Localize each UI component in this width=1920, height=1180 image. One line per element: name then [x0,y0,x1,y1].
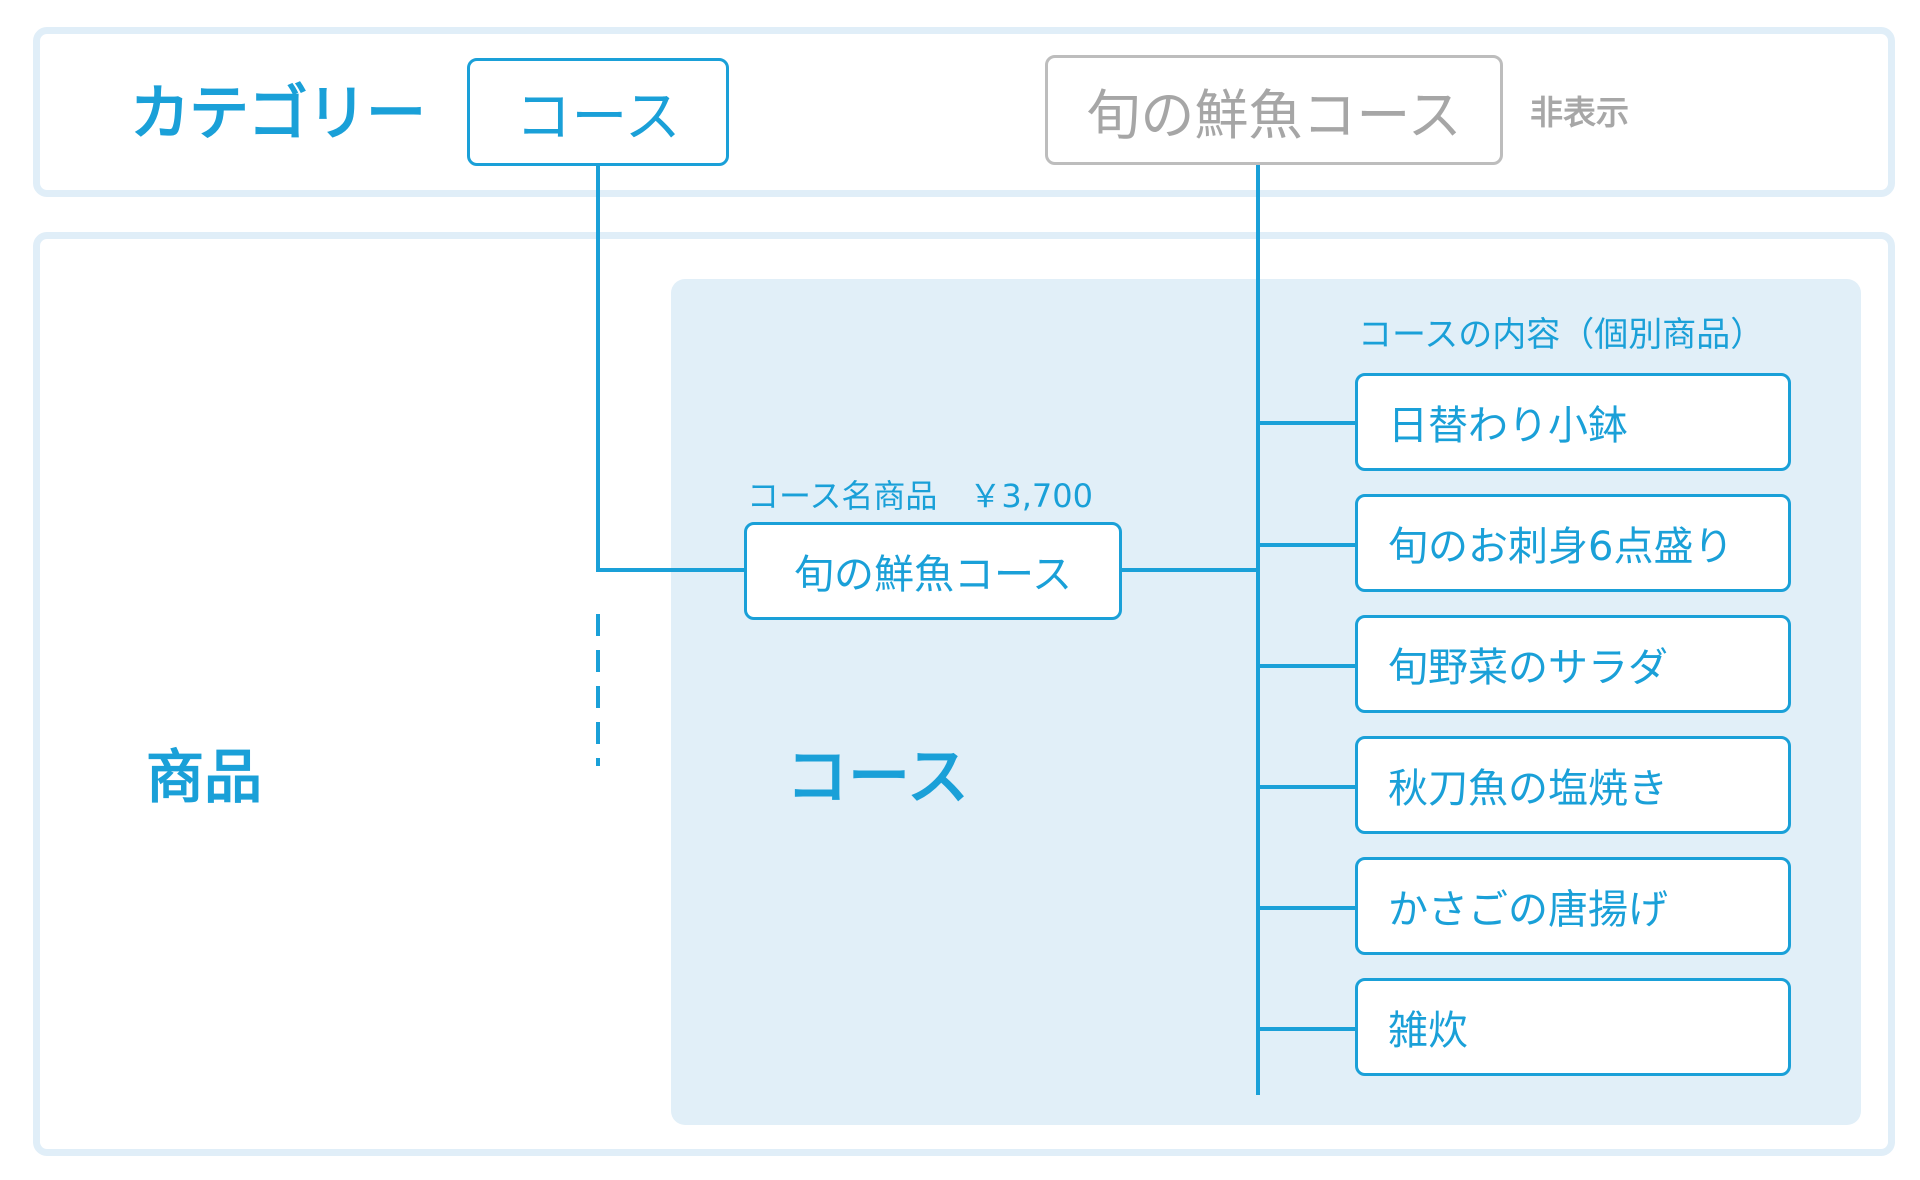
course-item-box: 旬のお刺身6点盛り [1355,494,1791,592]
course-item-box: 雑炊 [1355,978,1791,1076]
item-branch-line [1256,1027,1355,1031]
item-branch-line [1256,664,1355,668]
product-to-course-line [596,568,744,572]
course-item-text: 旬のお刺身6点盛り [1388,524,1734,570]
hidden-category-box-text: 旬の鮮魚コース [1086,83,1462,147]
contents-trunk-line [1256,165,1260,1095]
course-item-box: 旬野菜のサラダ [1355,615,1791,713]
course-item-text: 雑炊 [1388,1008,1468,1054]
item-branch-line [1256,543,1355,547]
course-item-box: 日替わり小鉢 [1355,373,1791,471]
category-to-product-line [596,166,600,570]
course-to-contents-line [1122,568,1258,572]
course-item-text: 秋刀魚の塩焼き [1388,766,1668,812]
course-item-text: 日替わり小鉢 [1388,403,1628,449]
hidden-tag: 非表示 [1530,93,1629,132]
course-section-label: コース [786,740,969,813]
category-panel [33,27,1895,197]
course-contents-caption: コースの内容（個別商品） [1358,315,1765,355]
products-label: 商品 [146,743,263,811]
item-branch-line [1256,421,1355,425]
category-box: コース [467,58,729,166]
course-item-text: かさごの唐揚げ [1388,887,1668,933]
hidden-category-box: 旬の鮮魚コース [1045,55,1503,165]
category-label: カテゴリー [130,79,426,149]
category-box-text: コース [515,84,681,150]
item-branch-line [1256,785,1355,789]
course-name-caption: コース名商品 ￥3,700 [747,477,1094,515]
item-branch-line [1256,906,1355,910]
course-product-box: 旬の鮮魚コース [744,522,1122,620]
more-products-dashed-line [596,614,600,766]
course-item-box: かさごの唐揚げ [1355,857,1791,955]
course-product-box-text: 旬の鮮魚コース [794,552,1072,598]
course-item-text: 旬野菜のサラダ [1388,645,1668,691]
course-item-box: 秋刀魚の塩焼き [1355,736,1791,834]
